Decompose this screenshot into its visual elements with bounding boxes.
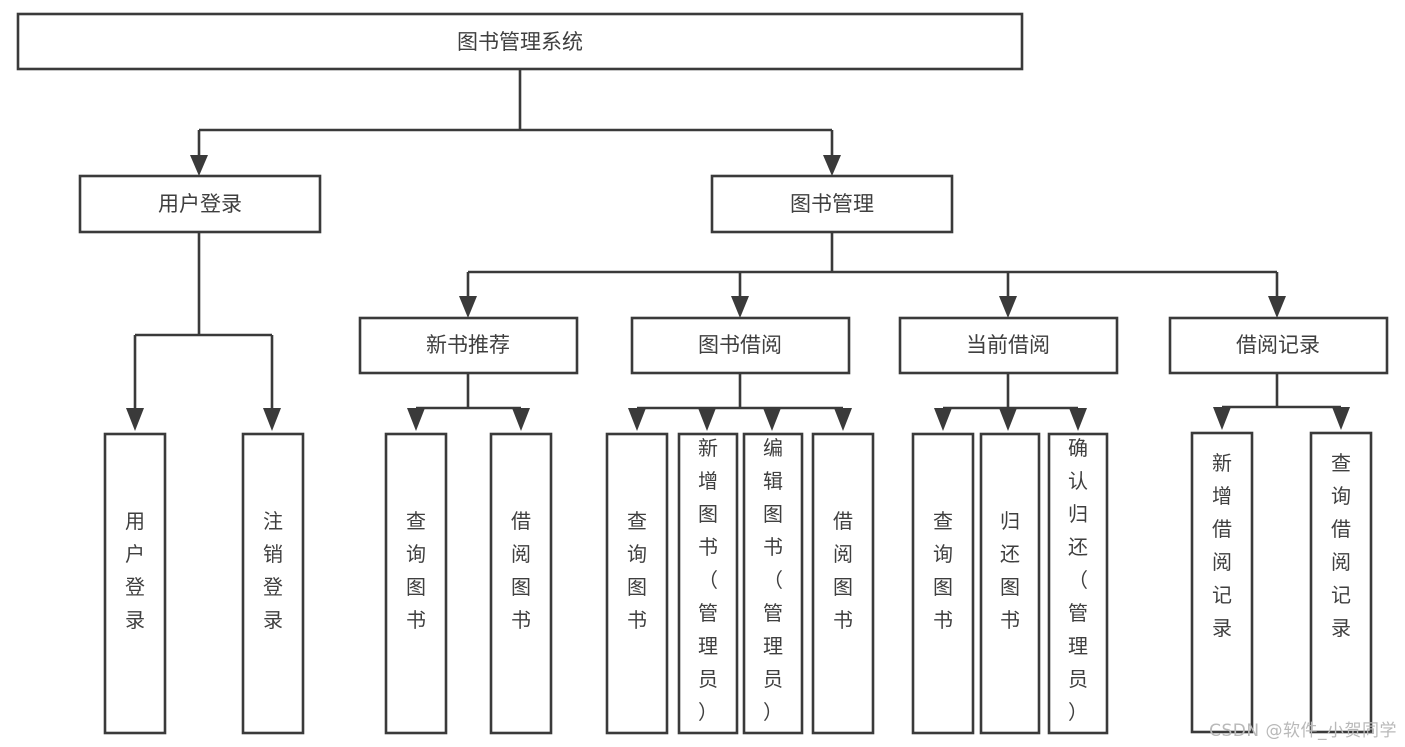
leaf-current-borrow-3[interactable]: 确认归还（管理员） (1047, 432, 1109, 735)
arrow-head-newbook-leaf-2 (512, 408, 530, 431)
leaf-borrow-record-2[interactable]: 查询借阅记录 (1309, 431, 1373, 734)
arrow-head-user-leaf-1 (126, 408, 144, 431)
arrow-head-bookborrow-leaf-2 (698, 408, 716, 431)
leaf-current-borrow-3-label: 确认归还（管理员） (1068, 436, 1088, 724)
leaf-book-borrow-3-box[interactable] (742, 432, 804, 735)
arrow-head-book-manage (823, 155, 841, 176)
arrow-head-currentborrow-leaf-3 (1069, 408, 1087, 431)
arrow-head-book-borrow (731, 296, 749, 318)
arrow-head-new-book (459, 296, 477, 318)
leaf-current-borrow-1[interactable]: 查询图书 (911, 432, 975, 735)
node-borrow-record-box[interactable] (1168, 316, 1389, 375)
node-root-label: 图书管理系统 (457, 30, 583, 54)
leaf-user-login-1-label: 用户登录 (125, 509, 145, 632)
leaf-book-borrow-2-label: 新增图书（管理员） (698, 436, 718, 724)
leaf-user-login-2-label: 注销登录 (263, 509, 283, 632)
leaf-book-borrow-2-box[interactable] (677, 432, 739, 735)
node-new-book[interactable]: 新书推荐 (358, 316, 579, 375)
leaf-new-book-2-box[interactable] (489, 432, 553, 735)
node-book-borrow-box[interactable] (630, 316, 851, 375)
leaf-new-book-1[interactable]: 查询图书 (384, 432, 448, 735)
leaf-borrow-record-1-label: 新增借阅记录 (1212, 451, 1232, 640)
leaf-new-book-1-label: 查询图书 (406, 509, 426, 632)
arrow-head-currentborrow-leaf-1 (934, 408, 952, 431)
leaf-borrow-record-2-box[interactable] (1309, 431, 1373, 734)
arrow-head-user-login (190, 155, 208, 176)
leaf-book-borrow-1-box[interactable] (605, 432, 669, 735)
arrow-head-bookborrow-leaf-3 (763, 408, 781, 431)
arrow-head-newbook-leaf-1 (407, 408, 425, 431)
node-user-login-box[interactable] (78, 174, 322, 234)
leaf-user-login-1-box[interactable] (103, 432, 167, 735)
arrow-head-current-borrow (999, 296, 1017, 318)
arrow-head-borrow-record (1268, 296, 1286, 318)
leaf-user-login-1[interactable]: 用户登录 (103, 432, 167, 735)
node-book-manage-box[interactable] (710, 174, 954, 234)
edge-layer (126, 69, 1350, 431)
node-new-book-label: 新书推荐 (426, 333, 510, 357)
leaf-current-borrow-1-box[interactable] (911, 432, 975, 735)
node-borrow-record[interactable]: 借阅记录 (1168, 316, 1389, 375)
node-user-login-label: 用户登录 (158, 192, 242, 216)
leaf-user-login-2[interactable]: 注销登录 (241, 432, 305, 735)
leaf-current-borrow-2-box[interactable] (979, 432, 1041, 735)
node-current-borrow-box[interactable] (898, 316, 1119, 375)
node-current-borrow-label: 当前借阅 (966, 333, 1050, 357)
node-current-borrow[interactable]: 当前借阅 (898, 316, 1119, 375)
node-borrow-record-label: 借阅记录 (1236, 333, 1320, 357)
leaf-book-borrow-1-label: 查询图书 (627, 509, 647, 632)
node-new-book-box[interactable] (358, 316, 579, 375)
arrow-head-currentborrow-leaf-2 (999, 408, 1017, 431)
node-book-manage-label: 图书管理 (790, 192, 874, 216)
leaf-book-borrow-3-label: 编辑图书（管理员） (763, 436, 783, 724)
leaf-book-borrow-4[interactable]: 借阅图书 (811, 432, 875, 735)
node-user-login[interactable]: 用户登录 (78, 174, 322, 234)
leaf-new-book-2[interactable]: 借阅图书 (489, 432, 553, 735)
leaf-book-borrow-2[interactable]: 新增图书（管理员） (677, 432, 739, 735)
leaf-book-borrow-4-label: 借阅图书 (833, 509, 853, 632)
leaf-borrow-record-2-label: 查询借阅记录 (1331, 451, 1351, 640)
leaf-borrow-record-1[interactable]: 新增借阅记录 (1190, 431, 1254, 734)
arrow-head-borrowrecord-leaf-1 (1213, 407, 1231, 430)
leaf-borrow-record-1-box[interactable] (1190, 431, 1254, 734)
leaf-book-borrow-1[interactable]: 查询图书 (605, 432, 669, 735)
leaf-book-borrow-3[interactable]: 编辑图书（管理员） (742, 432, 804, 735)
leaf-new-book-1-box[interactable] (384, 432, 448, 735)
arrow-head-bookborrow-leaf-1 (628, 408, 646, 431)
leaf-current-borrow-2-label: 归还图书 (1000, 509, 1020, 632)
leaf-current-borrow-3-box[interactable] (1047, 432, 1109, 735)
leaf-new-book-2-label: 借阅图书 (511, 509, 531, 632)
arrow-head-user-leaf-2 (263, 408, 281, 431)
node-book-manage[interactable]: 图书管理 (710, 174, 954, 234)
leaf-current-borrow-1-label: 查询图书 (933, 509, 953, 632)
node-book-borrow[interactable]: 图书借阅 (630, 316, 851, 375)
node-root-box[interactable] (16, 12, 1024, 71)
arrow-head-borrowrecord-leaf-2 (1332, 407, 1350, 430)
leaf-user-login-2-box[interactable] (241, 432, 305, 735)
leaf-current-borrow-2[interactable]: 归还图书 (979, 432, 1041, 735)
leaf-book-borrow-4-box[interactable] (811, 432, 875, 735)
node-book-borrow-label: 图书借阅 (698, 333, 782, 357)
arrow-head-bookborrow-leaf-4 (834, 408, 852, 431)
node-root[interactable]: 图书管理系统 (16, 12, 1024, 71)
